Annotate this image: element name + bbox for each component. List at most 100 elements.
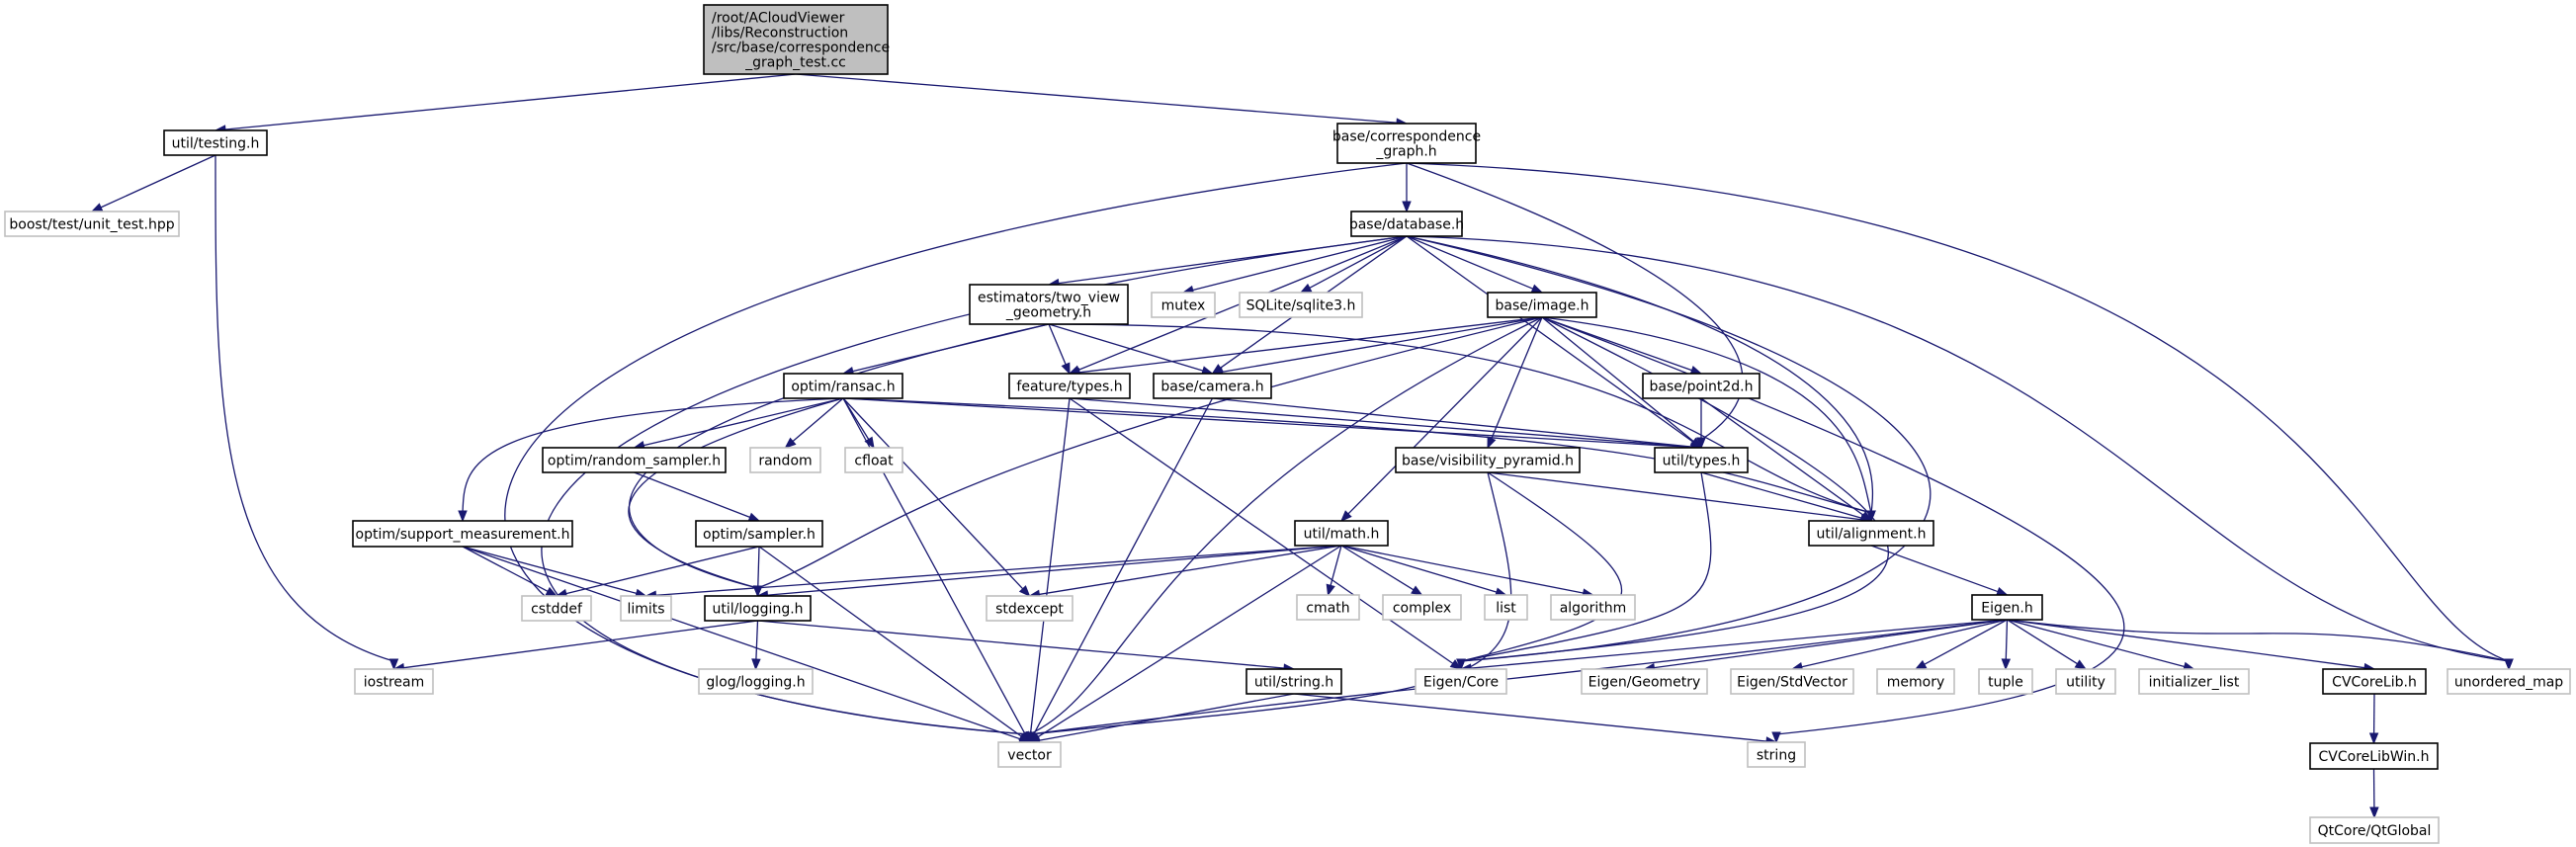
- node-box: [542, 447, 727, 473]
- edge-random_sampler-to-sampler: [634, 471, 761, 522]
- node-logging[interactable]: util/logging.h: [704, 595, 812, 622]
- node-label: algorithm: [1560, 601, 1627, 617]
- node-label: random: [758, 454, 812, 469]
- node-box: [1487, 292, 1597, 318]
- node-box: [1382, 594, 1462, 621]
- node-box: [1747, 741, 1806, 768]
- edge-ransac-to-random: [784, 397, 844, 449]
- node-cvcorelibwin[interactable]: CVCoreLibWin.h: [2309, 742, 2439, 770]
- node-cmath: cmath: [1296, 594, 1360, 621]
- node-initializer-list: initializer_list: [2138, 668, 2250, 695]
- node-label: Eigen/Geometry: [1589, 675, 1701, 691]
- node-label: cmath: [1306, 601, 1349, 617]
- edge-ransac-to-util_types: [842, 397, 1703, 453]
- node-box: [1971, 594, 2043, 621]
- node-ransac[interactable]: optim/ransac.h: [783, 373, 903, 399]
- node-qtglobal: QtCore/QtGlobal: [2309, 816, 2440, 844]
- node-box: [704, 595, 812, 622]
- node-support-meas[interactable]: optim/support_measurement.h: [352, 520, 573, 548]
- node-camera[interactable]: base/camera.h: [1153, 373, 1272, 399]
- edge-util_math-to-list: [1340, 545, 1507, 597]
- node-box: [698, 668, 814, 695]
- edge-corr_graph-to-unordered_map: [1406, 162, 2514, 671]
- arrowhead-icon: [1299, 283, 1313, 294]
- edge-database-to-alignment: [1406, 235, 1876, 523]
- node-eigen-h[interactable]: Eigen.h: [1971, 594, 2043, 621]
- arrowhead-icon: [2001, 658, 2012, 671]
- edge-alignment-to-eigen_h: [1870, 545, 2009, 596]
- node-util-string[interactable]: util/string.h: [1245, 668, 1342, 695]
- node-eigen-core: Eigen/Core: [1415, 668, 1507, 695]
- node-label: base/image.h: [1495, 298, 1589, 314]
- edge-camera-to-util_types: [1212, 397, 1703, 452]
- node-database[interactable]: base/database.h: [1349, 211, 1464, 237]
- node-corr-graph[interactable]: base/correspondence_graph.h: [1332, 123, 1481, 164]
- node-box: [783, 373, 903, 399]
- edge-eigen_h-to-eigen_geometry: [1643, 619, 2008, 673]
- edge-util_testing-to-iostream: [215, 154, 399, 671]
- arrowhead-icon: [864, 436, 875, 450]
- node-box: [1239, 292, 1363, 318]
- node-alignment[interactable]: util/alignment.h: [1808, 520, 1934, 547]
- node-box: [1730, 668, 1854, 695]
- node-label: base/correspondence: [1332, 129, 1481, 145]
- edge-image-to-vis_pyramid: [1487, 316, 1543, 450]
- node-two-view[interactable]: estimators/two_view_geometry.h: [969, 284, 1129, 325]
- node-cvcorelib[interactable]: CVCoreLib.h: [2322, 668, 2427, 695]
- edge-ransac-to-stdexcept: [842, 397, 1031, 597]
- node-box: [2309, 816, 2440, 844]
- edge-ransac-to-support_meas: [458, 397, 844, 523]
- arrowhead-icon: [1866, 510, 1876, 523]
- node-sampler[interactable]: optim/sampler.h: [695, 520, 823, 548]
- arrowhead-icon: [2368, 732, 2379, 745]
- node-root[interactable]: /root/ACloudViewer/libs/Reconstruction/s…: [703, 4, 890, 75]
- node-util-testing[interactable]: util/testing.h: [163, 129, 268, 156]
- edge-ransac-to-alignment: [842, 397, 1876, 523]
- arrowhead-icon: [2504, 658, 2514, 671]
- node-box: [521, 595, 592, 622]
- node-box: [620, 595, 672, 622]
- node-label: limits: [627, 602, 664, 618]
- node-cstddef: cstddef: [521, 595, 592, 622]
- edge-util_types-to-eigen_core: [1456, 471, 1712, 671]
- edge-image-to-alignment: [1541, 316, 1876, 523]
- edge-support_meas-to-vector: [462, 546, 1031, 744]
- node-string: string: [1747, 741, 1806, 768]
- node-vis-pyramid[interactable]: base/visibility_pyramid.h: [1395, 447, 1581, 473]
- node-box: [1550, 594, 1636, 621]
- node-label: list: [1496, 601, 1516, 617]
- node-point2d[interactable]: base/point2d.h: [1642, 373, 1760, 399]
- arrowhead-icon: [1449, 659, 1463, 670]
- edge-database-to-sqlite3: [1299, 235, 1408, 294]
- node-label: util/alignment.h: [1817, 527, 1927, 543]
- node-feature-types[interactable]: feature/types.h: [1008, 373, 1131, 399]
- edge-eigen_h-to-cvcorelib: [2007, 619, 2376, 673]
- arrowhead-icon: [1530, 284, 1544, 294]
- node-label: mutex: [1161, 298, 1206, 314]
- node-label: cstddef: [531, 602, 583, 618]
- node-label: boost/test/unit_test.hpp: [9, 217, 174, 233]
- edge-root-to-util_testing: [214, 73, 797, 134]
- node-eigen-geometry: Eigen/Geometry: [1581, 668, 1708, 695]
- node-algorithm: algorithm: [1550, 594, 1636, 621]
- arrowhead-icon: [784, 437, 797, 449]
- node-util-types[interactable]: util/types.h: [1654, 447, 1749, 473]
- node-label: optim/random_sampler.h: [548, 454, 721, 469]
- node-label: vector: [1007, 748, 1052, 764]
- edge-eigen_h-to-unordered_map: [2007, 619, 2514, 671]
- node-util-math[interactable]: util/math.h: [1294, 520, 1389, 547]
- node-label: string: [1757, 748, 1796, 764]
- node-box: [1008, 373, 1131, 399]
- edge-util_string-to-vector: [1028, 693, 1295, 745]
- edge-logging-to-iostream: [392, 620, 758, 673]
- arrowhead-icon: [1487, 436, 1497, 450]
- node-box: [2138, 668, 2250, 695]
- node-image[interactable]: base/image.h: [1487, 292, 1597, 318]
- edge-util_math-to-limits: [644, 545, 1342, 600]
- node-label: base/database.h: [1349, 217, 1464, 233]
- edge-util_math-to-complex: [1340, 545, 1423, 596]
- node-random-sampler[interactable]: optim/random_sampler.h: [542, 447, 727, 473]
- node-box: [1245, 668, 1342, 695]
- node-label: initializer_list: [2149, 675, 2240, 691]
